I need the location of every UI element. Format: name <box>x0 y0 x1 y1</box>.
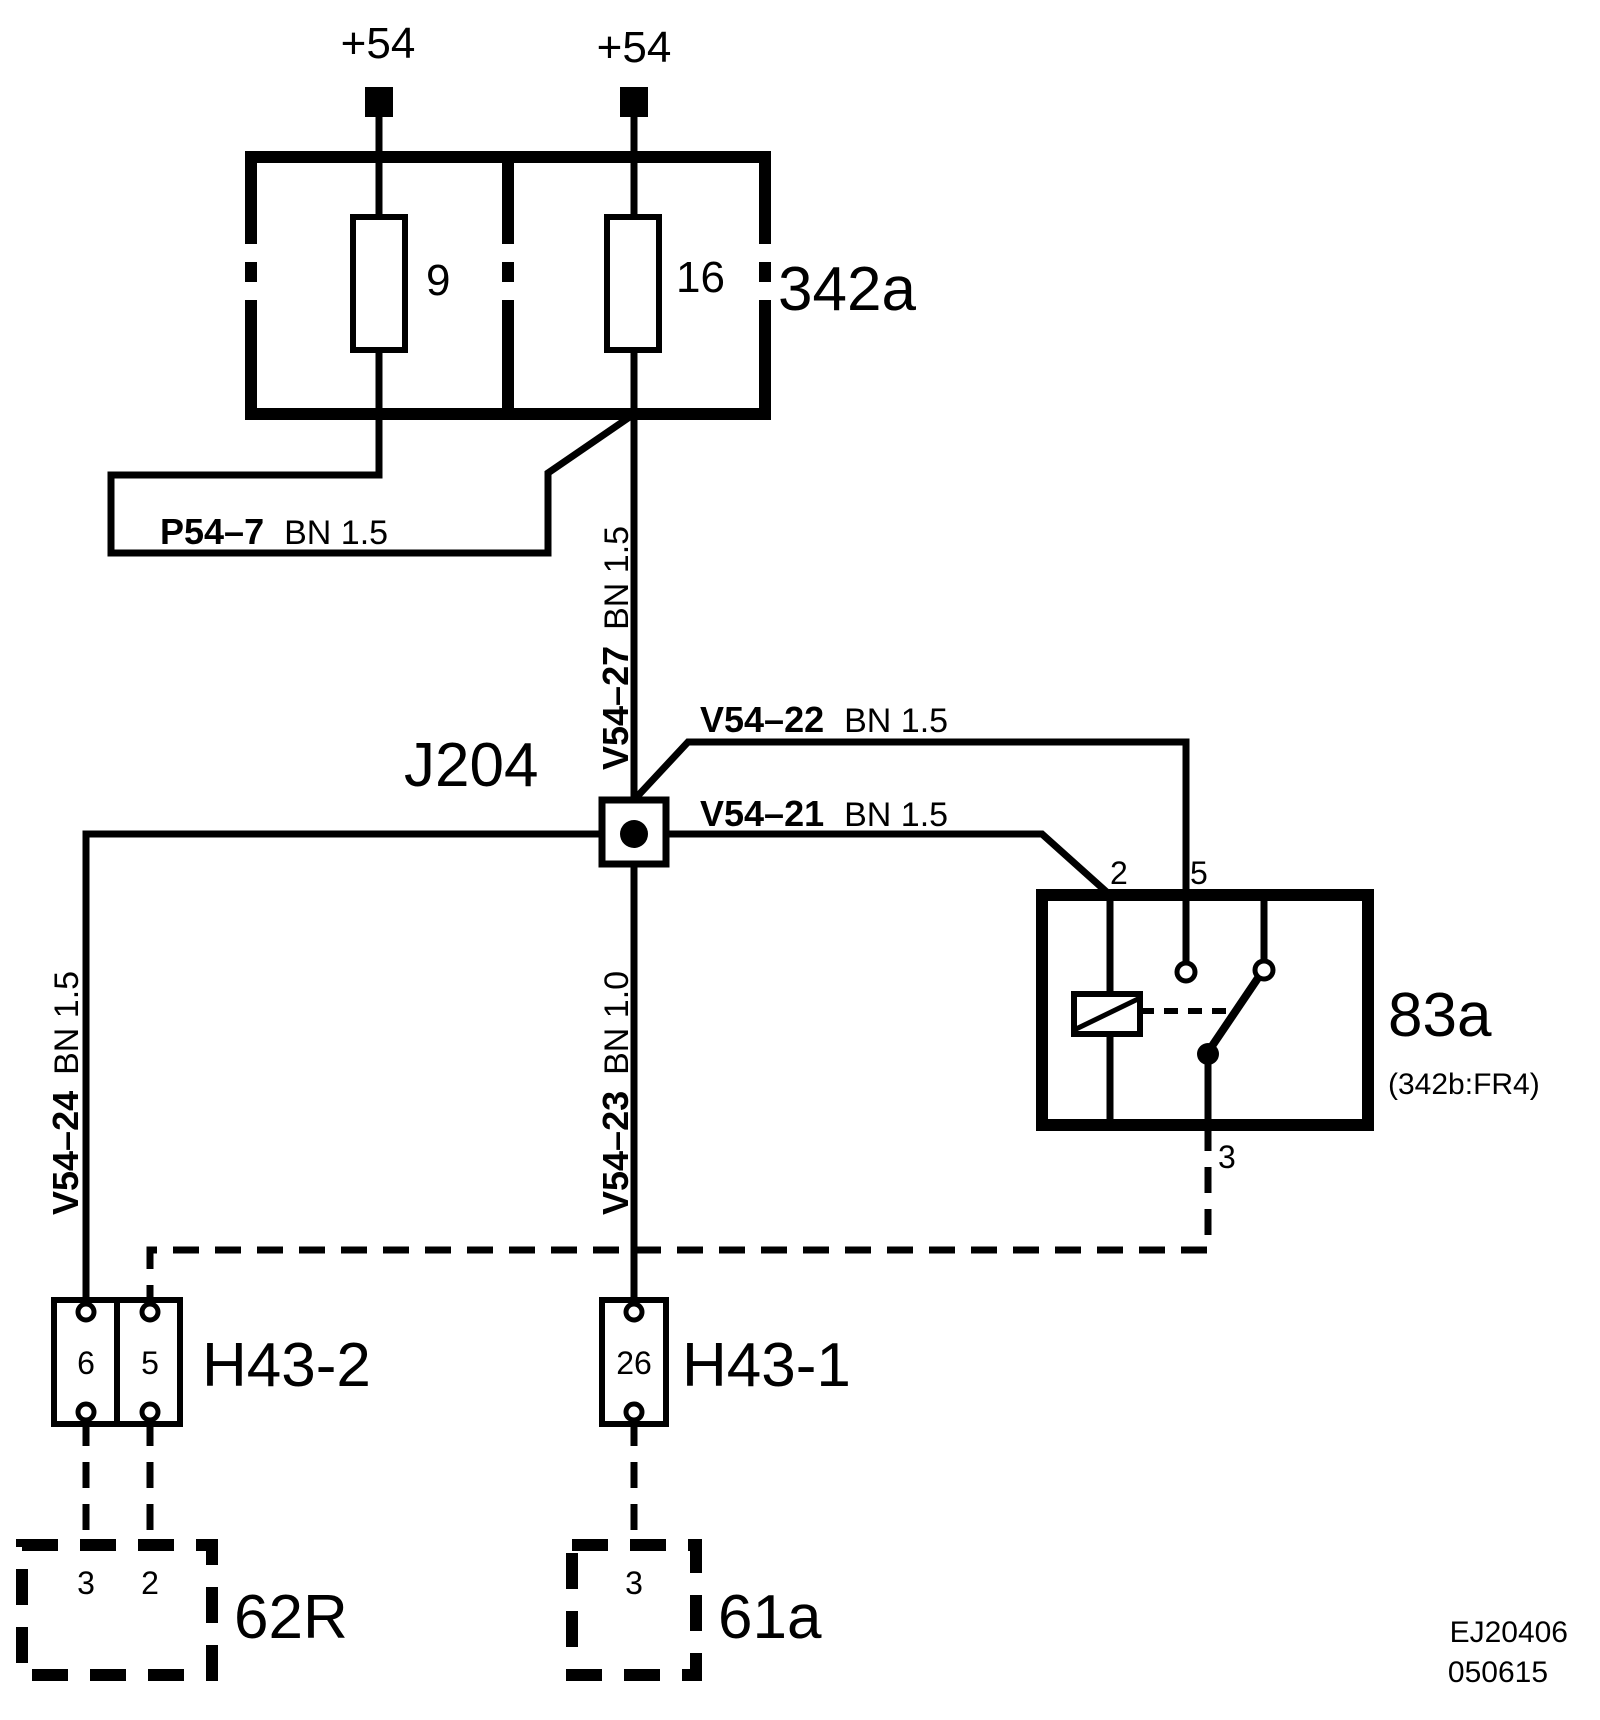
wire-v54-23-label: V54–23BN 1.0 <box>595 971 636 1215</box>
component-61a-outline <box>566 1539 702 1681</box>
fuse-16 <box>604 214 662 353</box>
supply-left-terminal <box>365 87 393 117</box>
wire-v54-24-label: V54–24BN 1.5 <box>45 971 86 1215</box>
connector-h43-1-pin-bottom <box>623 1401 645 1423</box>
fuse-box-342a: 9 16 342a <box>245 117 916 475</box>
relay-coil-slash <box>1072 995 1142 1033</box>
connector-h43-2-pin5-bottom <box>139 1401 161 1423</box>
drawing-code-line2: 050615 <box>1448 1656 1548 1689</box>
connector-h43-1-pin-top <box>623 1301 645 1323</box>
wire-v54-24 <box>82 830 602 1326</box>
supply-right-terminal <box>620 87 648 117</box>
wire-v54-22 <box>631 738 1190 948</box>
connector-h43-2-pin-b: 5 <box>141 1345 159 1381</box>
junction-dot <box>620 820 648 848</box>
connector-h43-2-pin-a: 6 <box>77 1345 95 1381</box>
relay-83a: 2 5 3 83a (342b:FR4) <box>1036 855 1540 1175</box>
supply-left-label: +54 <box>341 19 416 68</box>
relay-contact-common <box>1252 958 1276 982</box>
supply-right: +54 <box>597 23 672 117</box>
supply-right-label: +54 <box>597 23 672 72</box>
connector-h43-1-pin: 26 <box>616 1345 652 1381</box>
component-61a: 3 61a <box>566 1539 822 1681</box>
relay-label: 83a <box>1388 981 1492 1050</box>
fuse-16-label: 16 <box>676 253 725 302</box>
junction-j204: J204 <box>404 731 670 868</box>
connector-h43-2-pin6-bottom <box>75 1401 97 1423</box>
connector-h43-2-pin5-top <box>139 1301 161 1323</box>
fuse-box-label: 342a <box>778 255 916 324</box>
wire-v54-27-label: V54–27BN 1.5 <box>595 526 636 770</box>
component-62r-label: 62R <box>234 1583 348 1652</box>
component-62r-pin-b: 2 <box>141 1565 159 1601</box>
component-62r-outline <box>16 1539 218 1681</box>
wire-relay-pin3-dashed <box>146 1125 1212 1326</box>
wire-p54-7 <box>107 411 636 557</box>
relay-pin5-label: 5 <box>1190 855 1208 891</box>
fuse-9-label: 9 <box>426 256 450 305</box>
relay-contact-no <box>1174 960 1198 984</box>
junction-label: J204 <box>404 731 538 800</box>
component-61a-pin: 3 <box>625 1565 643 1601</box>
wire-v54-21 <box>666 830 1113 898</box>
component-62r-pin-a: 3 <box>77 1565 95 1601</box>
fuse-9 <box>350 214 408 353</box>
connector-h43-1: 26 H43-1 <box>599 1297 851 1427</box>
fuse-box-gaps <box>245 262 771 282</box>
drawing-code-line1: EJ20406 <box>1450 1616 1568 1649</box>
component-62r: 3 2 62R <box>16 1539 348 1681</box>
connector-h43-1-label: H43-1 <box>682 1331 851 1400</box>
relay-sublabel: (342b:FR4) <box>1388 1068 1540 1101</box>
connector-h43-2-pin6-top <box>75 1301 97 1323</box>
relay-pin3-label: 3 <box>1218 1139 1236 1175</box>
connector-h43-2: 6 5 H43-2 <box>51 1297 371 1427</box>
relay-pin2-label: 2 <box>1110 855 1128 891</box>
component-61a-label: 61a <box>718 1583 822 1652</box>
connector-h43-2-label: H43-2 <box>202 1331 371 1400</box>
supply-left: +54 <box>341 19 416 117</box>
relay-switch-arm <box>1204 975 1262 1055</box>
